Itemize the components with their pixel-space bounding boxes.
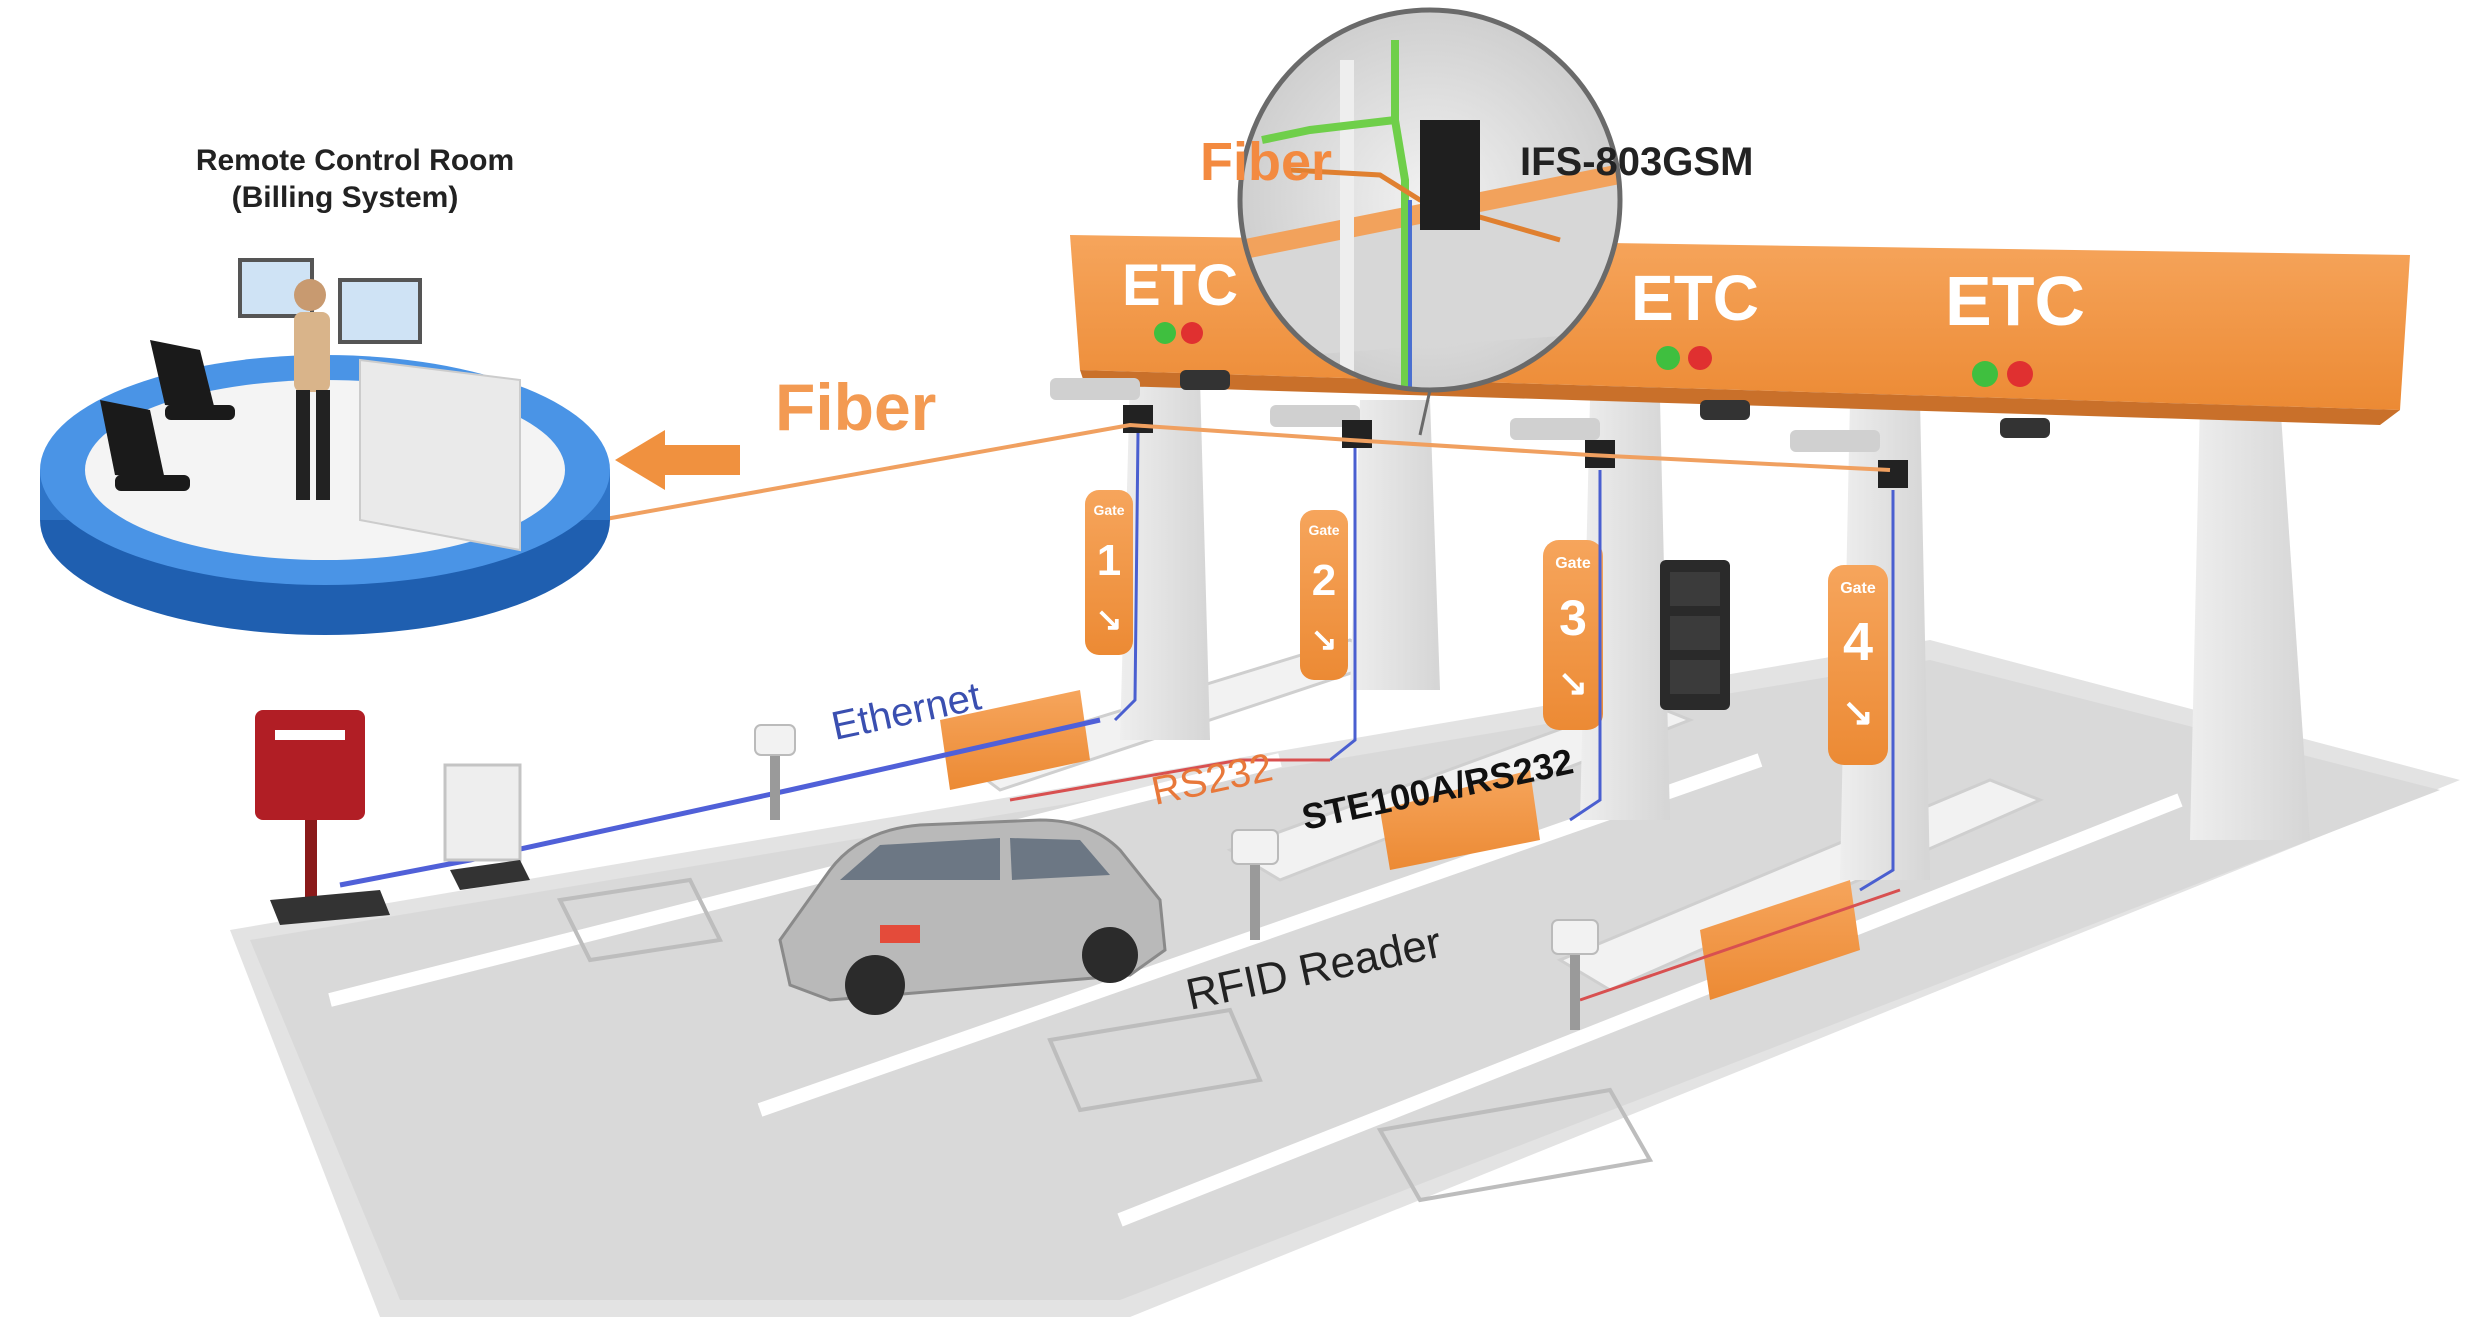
switch-icon bbox=[1878, 460, 1908, 488]
lane-sign-2-number: 2 bbox=[1312, 556, 1336, 605]
green-light-icon bbox=[1972, 361, 1998, 387]
control-room-label-line1: Remote Control Room bbox=[196, 144, 514, 177]
office-chair-icon bbox=[100, 400, 165, 480]
car-wheel-icon bbox=[845, 955, 905, 1015]
operator-figure bbox=[294, 279, 330, 500]
car-wheel-icon bbox=[1082, 927, 1138, 983]
lane-sign-2: Gate 2 ↘ bbox=[1300, 510, 1348, 680]
arrow-down-right-icon: ↘ bbox=[1558, 662, 1588, 703]
lane-sign-4-number: 4 bbox=[1843, 612, 1873, 672]
lane-sign-3: Gate 3 ↘ bbox=[1543, 540, 1603, 730]
fiber-label: Fiber bbox=[775, 370, 936, 444]
etc-sign-1-text: ETC bbox=[1122, 253, 1238, 318]
control-room-label: Remote Control Room (Billing System) bbox=[196, 144, 514, 214]
etc-sign-2-text: ETC bbox=[1631, 262, 1759, 334]
arrow-down-right-icon: ↘ bbox=[1311, 621, 1338, 657]
office-chair-seat bbox=[115, 475, 190, 491]
zoom-detail-circle: Fiber bbox=[1200, 7, 1623, 436]
etc-sign-2: ETC bbox=[1631, 262, 1759, 370]
rfid-reader-poles bbox=[754, 724, 1599, 1030]
etc-sign-3-text: ETC bbox=[1945, 262, 2085, 340]
red-light-icon bbox=[1688, 346, 1712, 370]
office-chair-icon bbox=[150, 340, 215, 410]
fiber-zoom-label: Fiber bbox=[1200, 132, 1332, 192]
lane-sign-3-tag: Gate bbox=[1555, 555, 1591, 572]
toll-display-board bbox=[1660, 560, 1730, 710]
fiber-arrow-icon bbox=[615, 430, 740, 490]
lane-sign-4: Gate 4 ↘ bbox=[1828, 565, 1888, 765]
loop-detectors bbox=[556, 877, 1654, 1203]
etc-sign-3: ETC bbox=[1945, 262, 2085, 387]
monitor-icon bbox=[338, 278, 422, 344]
ethernet-cable bbox=[339, 717, 1101, 888]
lane-sign-1-number: 1 bbox=[1097, 536, 1121, 585]
etc-sign-1: ETC bbox=[1122, 253, 1238, 344]
rs232-cable bbox=[1009, 758, 1901, 1002]
equipment-cabinet bbox=[443, 763, 530, 890]
ticket-machine bbox=[255, 710, 390, 925]
fiber-cable bbox=[599, 422, 1891, 522]
office-chair-seat bbox=[165, 405, 235, 420]
red-light-icon bbox=[1181, 322, 1203, 344]
lane-sign-1-tag: Gate bbox=[1093, 502, 1124, 518]
switch-icon bbox=[1123, 405, 1153, 433]
green-light-icon bbox=[1154, 322, 1176, 344]
lane-sign-4-tag: Gate bbox=[1840, 580, 1876, 597]
car bbox=[778, 818, 1167, 1015]
office-chair-icons bbox=[100, 340, 235, 491]
lane-wiring bbox=[1113, 432, 1895, 892]
switch-icon bbox=[1342, 420, 1372, 448]
switch-device-icon bbox=[1420, 120, 1480, 230]
switch-model-label: IFS-803GSM bbox=[1520, 140, 1753, 184]
lane-sign-3-number: 3 bbox=[1559, 590, 1587, 646]
arrow-down-right-icon: ↘ bbox=[1096, 601, 1123, 637]
green-light-icon bbox=[1656, 346, 1680, 370]
red-light-icon bbox=[2007, 361, 2033, 387]
control-desk bbox=[238, 258, 521, 552]
lane-sign-2-tag: Gate bbox=[1308, 522, 1339, 538]
control-room-label-line2: (Billing System) bbox=[232, 181, 459, 214]
lane-sign-1: Gate 1 ↘ bbox=[1085, 490, 1133, 655]
arrow-down-right-icon: ↘ bbox=[1842, 692, 1874, 734]
